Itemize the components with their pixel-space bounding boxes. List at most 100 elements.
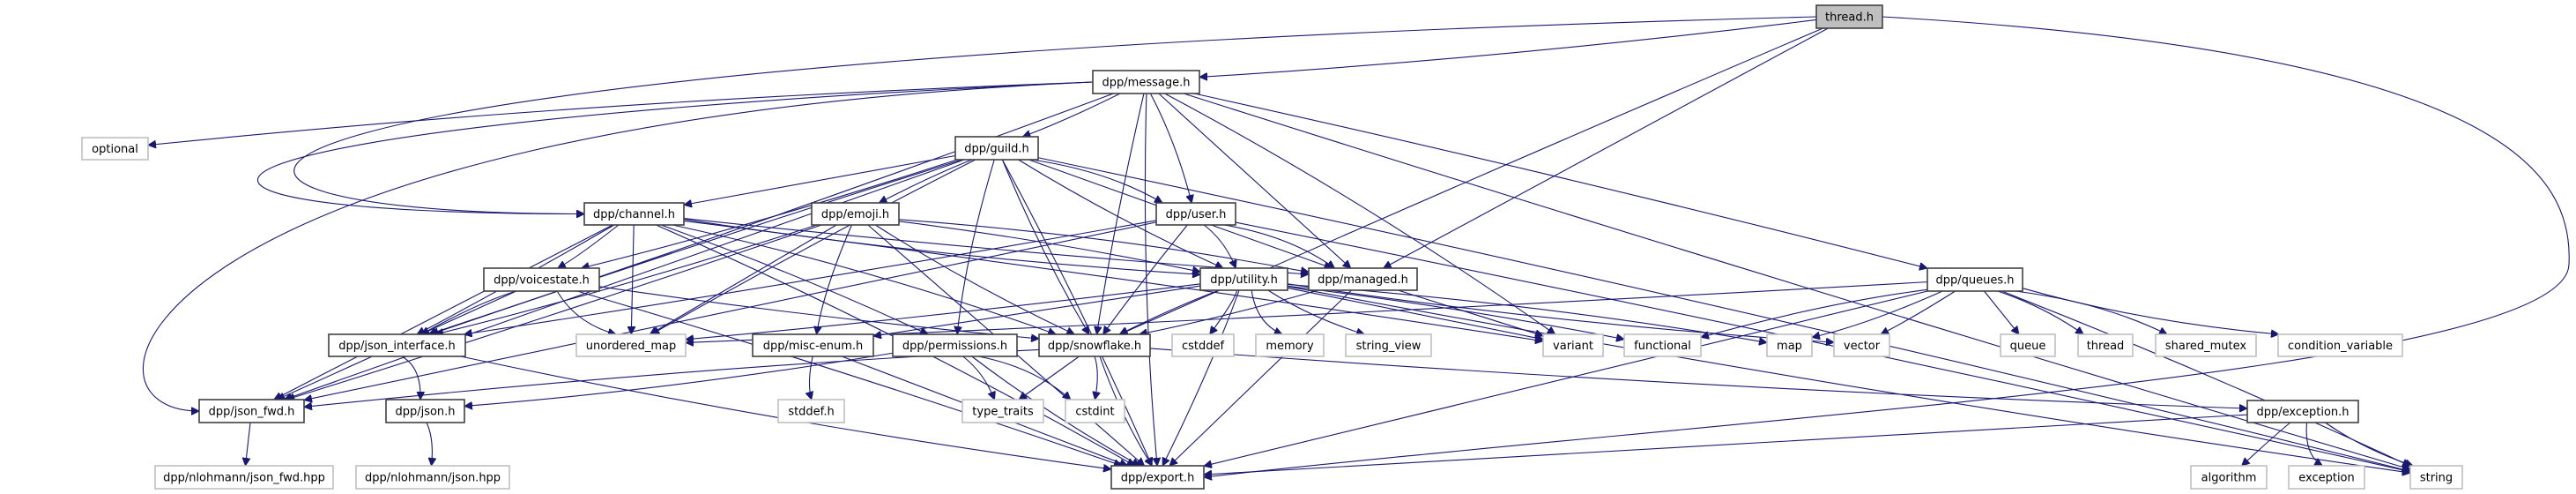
node-queues[interactable]: dpp/queues.h [1926, 267, 2023, 292]
edge-permissions-to-cstdint [978, 356, 1071, 400]
edge-message-to-variant [1164, 93, 1555, 334]
node-box [2190, 465, 2268, 490]
node-string: string [2409, 465, 2463, 490]
node-snowflake[interactable]: dpp/snowflake.h [1038, 333, 1151, 357]
node-box [1542, 333, 1604, 357]
edge-utility-to-export [1162, 289, 1240, 466]
node-unordered-map: unordered_map [575, 333, 687, 357]
node-box [328, 333, 466, 357]
node-thread-std: thread [2077, 333, 2134, 357]
node-label: dpp/utility.h [1210, 273, 1278, 287]
edge-utility-to-unordered_map [686, 283, 1201, 340]
node-algorithm: algorithm [2190, 465, 2268, 490]
node-user[interactable]: dpp/user.h [1155, 202, 1236, 226]
edge-queues-to-vector [1881, 290, 1956, 335]
node-box [1110, 465, 1205, 490]
node-export[interactable]: dpp/export.h [1110, 465, 1205, 490]
edge-utility-to-vector [1287, 283, 1834, 342]
node-label: dpp/permissions.h [902, 340, 1007, 353]
node-json-interface[interactable]: dpp/json_interface.h [328, 333, 466, 357]
node-label: exception [2298, 472, 2355, 485]
edge-voicestate-to-unordered_map [556, 290, 616, 334]
edge-queues-to-map [1812, 290, 1943, 337]
edge-emoji-to-snowflake [874, 224, 1074, 334]
node-map: map [1766, 333, 1813, 357]
node-label: shared_mutex [2165, 340, 2247, 353]
edge-channel-to-utility [683, 218, 1200, 275]
node-box [2288, 465, 2365, 490]
node-guild[interactable]: dpp/guild.h [954, 136, 1039, 161]
edge-thread-to-export [1204, 16, 2570, 477]
edge-message-to-json_fwd [142, 81, 1094, 411]
node-box [1345, 333, 1432, 357]
edge-user-to-json_fwd [304, 221, 1157, 400]
edge-exception_h-to-export [1204, 414, 2248, 475]
node-box [811, 202, 900, 226]
edge-guild-to-voicestate [582, 159, 958, 268]
node-misc-enum[interactable]: dpp/misc-enum.h [752, 333, 874, 357]
node-label: dpp/json_fwd.h [209, 406, 295, 419]
node-label: thread.h [1825, 11, 1874, 25]
node-json[interactable]: dpp/json.h [385, 399, 465, 423]
node-label: dpp/user.h [1166, 208, 1227, 221]
edge-snowflake-to-cstdint [1095, 356, 1097, 400]
edge-user-to-managed [1223, 224, 1334, 268]
node-permissions[interactable]: dpp/permissions.h [892, 333, 1018, 357]
node-message[interactable]: dpp/message.h [1092, 70, 1200, 94]
node-channel[interactable]: dpp/channel.h [583, 202, 685, 226]
edge-guild-to-channel [684, 154, 956, 206]
edge-queues-to-queue [1984, 290, 2018, 334]
node-json-fwd[interactable]: dpp/json_fwd.h [198, 399, 305, 423]
node-label: memory [1266, 340, 1314, 353]
node-label: dpp/export.h [1121, 472, 1195, 485]
node-label: vector [1844, 340, 1881, 353]
edge-exception_h-to-algorithm [2242, 422, 2291, 466]
node-box [1766, 333, 1813, 357]
node-label: dpp/exception.h [2256, 406, 2349, 419]
edge-user-to-string [1235, 221, 2410, 472]
node-thread[interactable]: thread.h [1815, 4, 1883, 29]
node-label: map [1777, 340, 1802, 353]
node-emoji[interactable]: dpp/emoji.h [811, 202, 900, 226]
node-box [2409, 465, 2463, 490]
node-memory: memory [1255, 333, 1325, 357]
node-box [154, 465, 334, 490]
node-label: dpp/json_interface.h [338, 340, 456, 353]
node-box [2077, 333, 2134, 357]
edge-guild-to-user [1031, 159, 1162, 203]
node-box [198, 399, 305, 423]
edge-managed-to-snowflake [1140, 289, 1318, 334]
node-label: queue [2010, 340, 2046, 353]
node-exception: exception [2288, 465, 2365, 490]
node-box [1092, 70, 1200, 94]
node-label: type_traits [972, 406, 1034, 419]
node-voicestate[interactable]: dpp/voicestate.h [483, 267, 600, 292]
edge-json_fwd-to-nlohmann_json_fwd [245, 422, 251, 466]
node-utility[interactable]: dpp/utility.h [1199, 267, 1288, 291]
edge-queues-to-thread_std [1997, 290, 2083, 334]
edge-voicestate-to-snowflake [598, 286, 1039, 339]
edge-snowflake-to-type_traits [1019, 356, 1080, 400]
edge-guild-to-export [1001, 159, 1152, 466]
edge-channel-to-json_fwd [274, 224, 613, 400]
node-label: algorithm [2201, 472, 2257, 485]
edge-misc_enum-to-stddef [809, 356, 813, 400]
node-label: dpp/misc-enum.h [763, 340, 864, 353]
node-box [1038, 333, 1151, 357]
edge-utility-to-cstddef [1210, 289, 1238, 334]
node-box [961, 399, 1044, 423]
edge-queues-to-export [1204, 290, 1928, 466]
node-box [1815, 4, 1883, 29]
node-label: dpp/nlohmann/json_fwd.hpp [163, 472, 325, 485]
node-label: dpp/guild.h [964, 143, 1028, 156]
edges-layer [142, 16, 2570, 477]
edge-emoji-to-misc_enum [817, 224, 852, 334]
node-box [1833, 333, 1890, 357]
node-box [2155, 333, 2257, 357]
node-managed[interactable]: dpp/managed.h [1308, 267, 1418, 291]
edge-utility-to-memory [1251, 289, 1282, 334]
node-exception-h[interactable]: dpp/exception.h [2246, 400, 2359, 423]
edge-guild-to-unordered_map [651, 159, 976, 334]
node-label: dpp/json.h [395, 406, 455, 419]
